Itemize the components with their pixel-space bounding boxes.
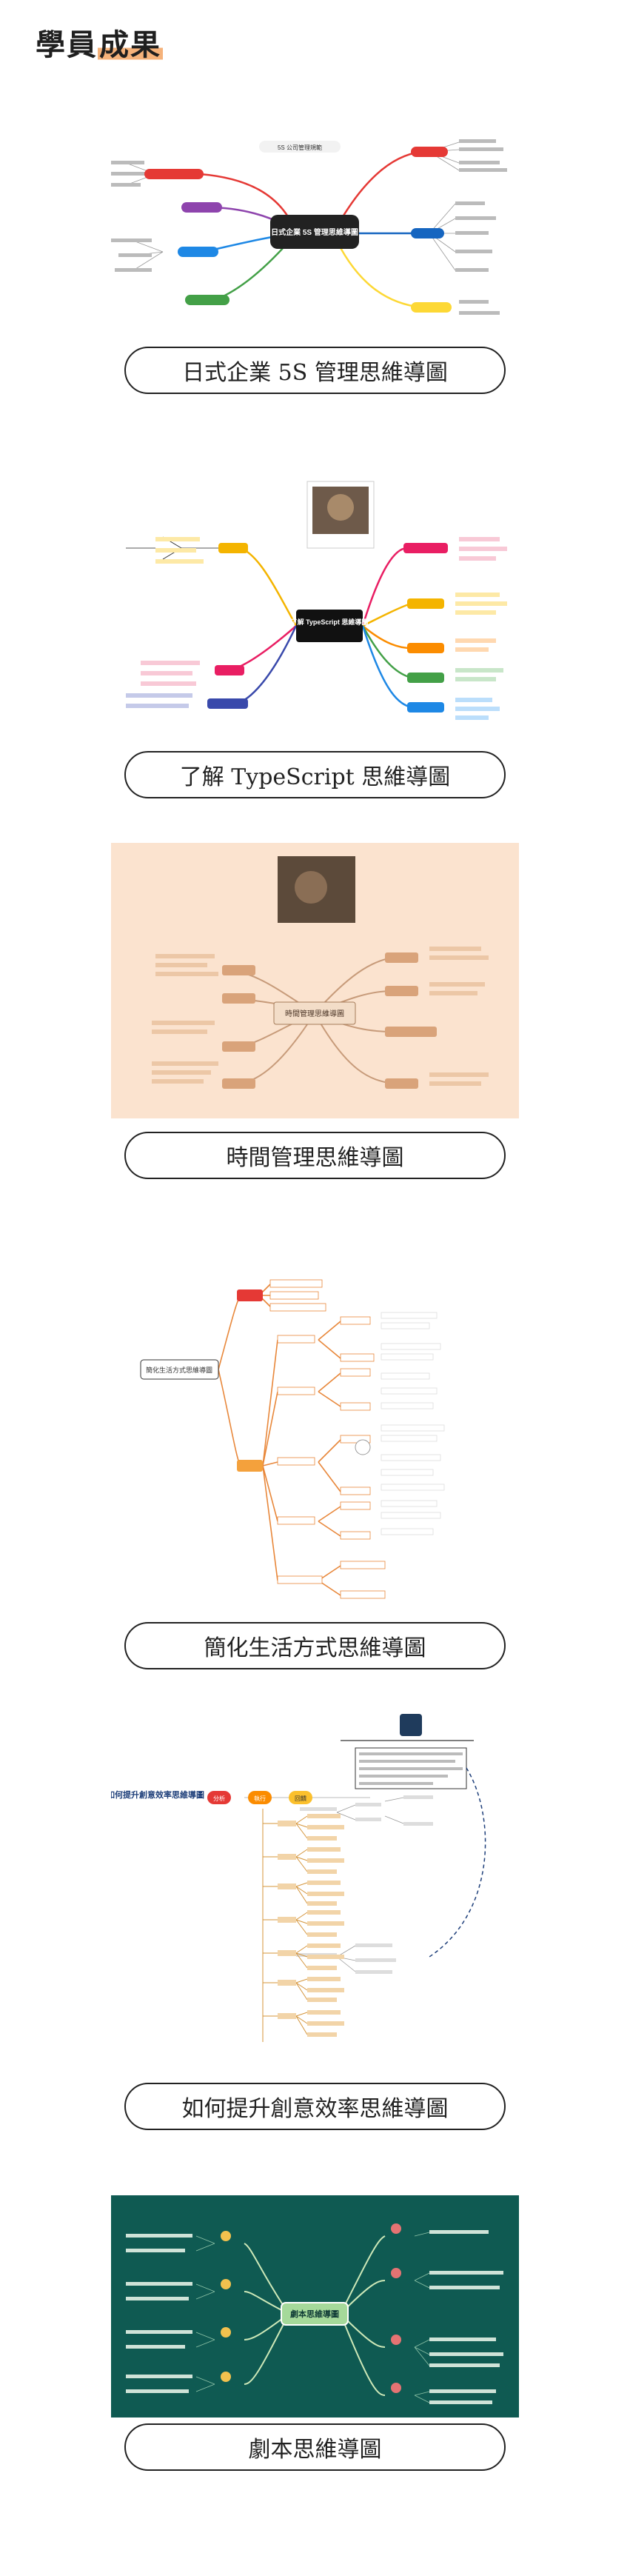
page-title: 學員成果 — [36, 21, 163, 64]
caption-creative: 如何提升創意效率思維導圖 — [124, 2083, 506, 2130]
mindmap-creative-svg: 分析 執行 回饋 如何提升創意效率思維導圖 — [111, 1705, 519, 2068]
mindmap-creative-center: 如何提升創意效率思維導圖 — [111, 1789, 204, 1800]
mindmap-script-image: 劇本思維導圖 — [111, 2195, 519, 2417]
mindmap-time-image: 時間管理思維導圖 — [111, 843, 519, 1118]
caption-5s: 日式企業 5S 管理思維導圖 — [124, 347, 506, 394]
mindmap-script-center: 劇本思維導圖 — [290, 2309, 339, 2319]
mindmap-time-svg: 時間管理思維導圖 — [111, 843, 519, 1118]
mindmap-typescript-svg: 了解 TypeScript 思維導圖 — [111, 467, 519, 726]
mindmap-script-svg: 劇本思維導圖 — [111, 2195, 519, 2417]
mindmap-5s-image: 5S 公司管理規範 日式企業 5S 管理思維導圖 — [111, 133, 519, 333]
mindmap-creative-chip-2: 執行 — [254, 1795, 266, 1802]
caption-script: 劇本思維導圖 — [124, 2423, 506, 2471]
mindmap-simplify-image: 簡化生活方式思維導圖 — [111, 1269, 519, 1610]
mindmap-typescript-center: 了解 TypeScript 思維導圖 — [291, 618, 369, 626]
caption-time: 時間管理思維導圖 — [124, 1132, 506, 1179]
caption-typescript: 了解 TypeScript 思維導圖 — [124, 751, 506, 798]
caption-simplify: 簡化生活方式思維導圖 — [124, 1622, 506, 1669]
mindmap-creative-chip-3: 回饋 — [295, 1795, 306, 1802]
mindmap-5s-svg: 5S 公司管理規範 日式企業 5S 管理思維導圖 — [111, 133, 519, 333]
mindmap-simplify-center: 簡化生活方式思維導圖 — [146, 1366, 212, 1374]
mindmap-creative-image: 分析 執行 回饋 如何提升創意效率思維導圖 — [111, 1705, 519, 2068]
mindmap-5s-center: 日式企業 5S 管理思維導圖 — [271, 227, 358, 237]
mindmap-creative-chip-1: 分析 — [213, 1795, 225, 1802]
mindmap-time-center: 時間管理思維導圖 — [285, 1009, 344, 1018]
mindmap-5s-top-label: 5S 公司管理規範 — [278, 144, 322, 151]
mindmap-simplify-svg: 簡化生活方式思維導圖 — [111, 1269, 519, 1610]
page-title-highlight: 成果 — [98, 28, 163, 62]
mindmap-typescript-image: 了解 TypeScript 思維導圖 — [111, 467, 519, 726]
page-title-main: 學員 — [36, 28, 98, 62]
